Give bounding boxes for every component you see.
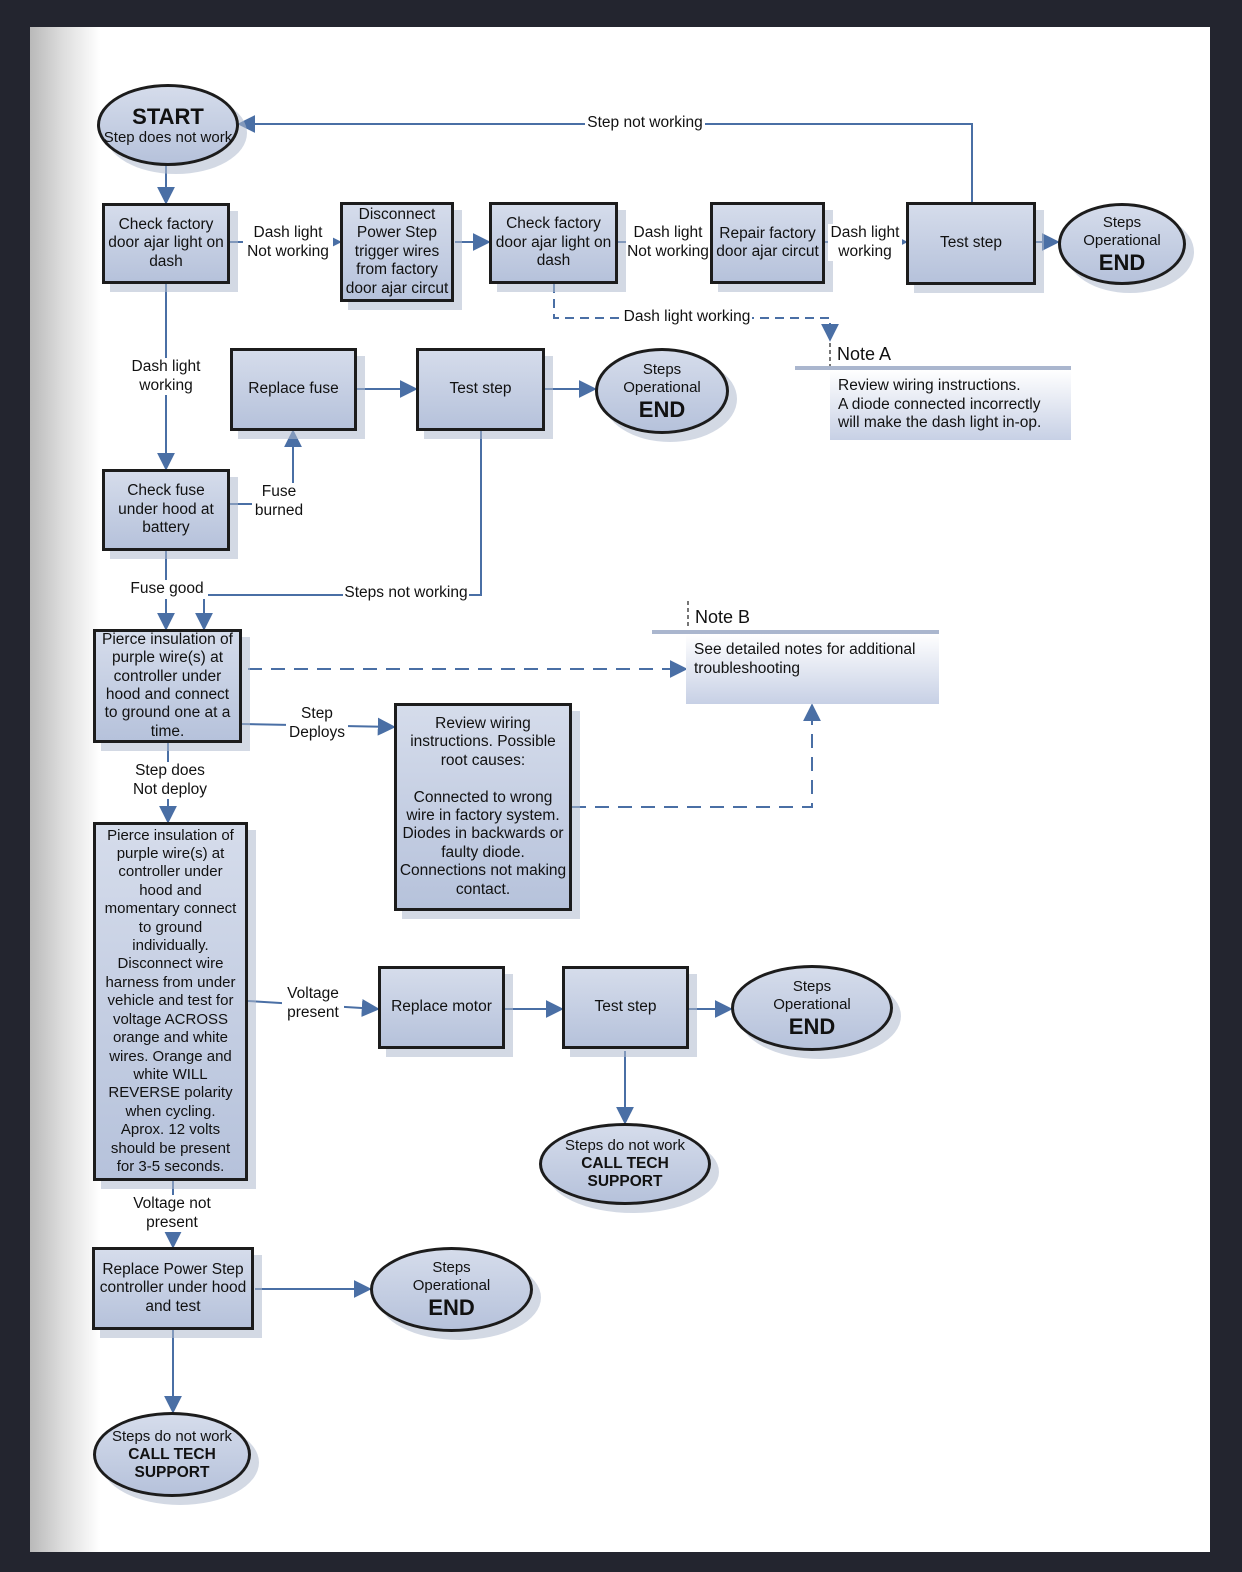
support-2-title: CALL TECH SUPPORT [128,1445,216,1481]
label-step-does-not-deploy: Step does Not deploy [128,762,212,799]
test-step-3: Test step [562,966,689,1049]
label-dash-not-working-2: Dash light Not working [626,224,710,261]
replace-motor: Replace motor [378,966,505,1049]
end-1-title: END [1098,249,1146,275]
replace-fuse: Replace fuse [230,348,357,431]
label-dash-working-2: Dash light working [828,224,902,261]
start-subtitle: Step does not work [103,128,233,146]
connector-dashed-review-to-note-b [572,703,821,808]
replace-power-step-controller: Replace Power Step controller under hood… [92,1247,254,1330]
end-2-label: Steps Operational [623,360,701,396]
end-4-title: END [428,1295,475,1320]
end-1-label: Steps Operational [1083,213,1161,249]
label-dash-working-1: Dash light working [126,358,206,395]
check-factory-door-ajar-light-2: Check factory door ajar light on dash [489,202,618,284]
page-binding-shadow [30,27,100,1552]
check-factory-door-ajar-light-1: Check factory door ajar light on dash [102,203,230,284]
label-dash-working-dashed: Dash light working [622,308,752,327]
note-b-text: See detailed notes for additional troubl… [686,634,939,704]
note-b-bar [652,630,939,634]
support-2-label: Steps do not work [111,1427,233,1445]
label-steps-not-working: Steps not working [343,584,469,603]
pierce-insulation-1: Pierce insulation of purple wire(s) at c… [93,629,242,743]
label-fuse-good: Fuse good [126,580,208,599]
note-a-text: Review wiring instructions. A diode conn… [830,370,1071,440]
support-1-title: CALL TECH SUPPORT [581,1155,669,1190]
note-b-title: Note B [695,607,751,627]
review-wiring-causes: Review wiring instructions. Possible roo… [394,703,572,911]
note-a-title: Note A [837,344,892,364]
end-terminal-3: Steps Operational END [731,965,893,1051]
note-a-bar [795,366,1071,370]
end-4-label: Steps Operational [412,1259,491,1294]
test-step-1: Test step [906,202,1036,285]
call-tech-support-1: Steps do not work CALL TECH SUPPORT [539,1123,711,1205]
end-3-title: END [788,1013,836,1039]
call-tech-support-2: Steps do not work CALL TECH SUPPORT [93,1412,251,1497]
label-voltage-present: Voltage present [282,985,344,1022]
label-dash-not-working-1: Dash light Not working [243,224,333,261]
repair-factory-circuit: Repair factory door ajar circut [710,202,825,284]
label-fuse-burned: Fuse burned [252,483,306,520]
end-terminal-4: Steps Operational END [370,1247,533,1332]
end-2-title: END [638,396,686,422]
support-1-label: Steps do not work [564,1137,686,1154]
connector-teststep-to-start [237,115,973,203]
disconnect-trigger-wires: Disconnect Power Step trigger wires from… [340,202,454,302]
label-voltage-not-present: Voltage not present [126,1195,218,1232]
flowchart-page: START Step does not work Check factory d… [30,27,1210,1552]
start-title: START [132,103,204,129]
end-terminal-1: Steps Operational END [1058,203,1186,285]
pierce-insulation-2: Pierce insulation of purple wire(s) at c… [93,822,248,1181]
connector-test2-to-pierce1 [195,431,482,631]
check-fuse-under-hood: Check fuse under hood at battery [102,469,230,551]
test-step-2: Test step [416,348,545,431]
label-step-deploys: Step Deploys [286,705,348,742]
end-3-label: Steps Operational [773,977,851,1013]
end-terminal-2: Steps Operational END [595,348,729,434]
start-terminal: START Step does not work [97,84,239,166]
label-step-not-working: Step not working [585,114,705,133]
